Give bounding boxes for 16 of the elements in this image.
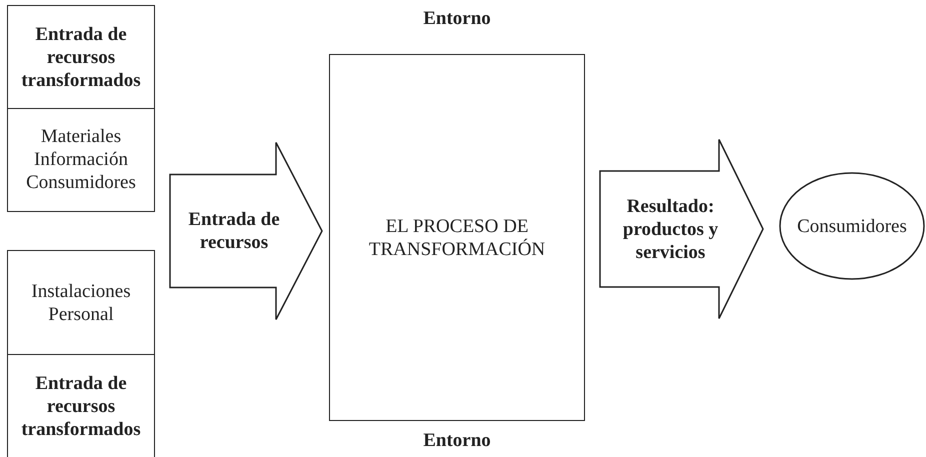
process-box — [329, 54, 585, 421]
box-text: Instalaciones Personal — [30, 280, 132, 326]
block-arrow — [599, 138, 764, 320]
environment-label: Entorno — [423, 430, 491, 452]
box-heading: Entrada de recursos transformados — [20, 372, 142, 441]
process-label: EL PROCESO DE TRANSFORMACIÓN — [368, 214, 546, 260]
consumer-ellipse — [779, 172, 925, 280]
edge-label: Entrada de recursos — [187, 208, 281, 254]
box-heading: Entrada de recursos transformados — [20, 22, 142, 92]
environment-label: Entorno — [423, 8, 491, 30]
box-text: Materiales Información Consumidores — [25, 125, 137, 194]
resource-box — [7, 5, 155, 212]
block-arrow — [169, 142, 323, 320]
edge-label: Resultado: productos y servicios — [622, 194, 720, 264]
node-label: Consumidores — [797, 214, 907, 238]
resource-box — [7, 250, 155, 457]
